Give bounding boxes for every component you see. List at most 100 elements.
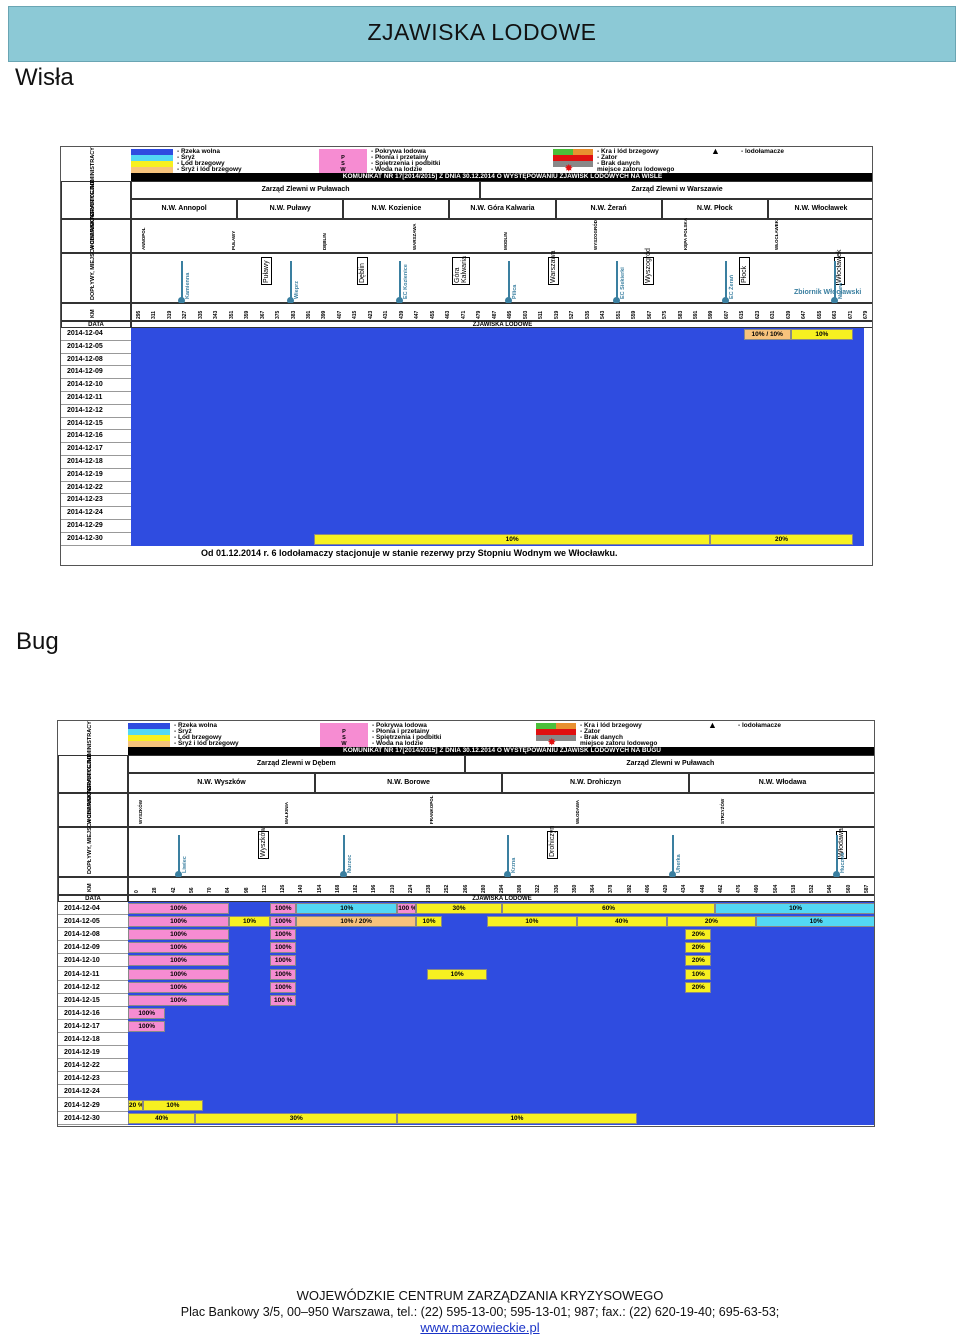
tributary-marker [398,261,401,301]
row-label-3 [61,303,131,321]
legend-swatch: P [320,729,368,735]
legend-label: - Spiętrzenia i podbitki [372,734,442,741]
tributary-marker [507,835,509,875]
ice-bar: 20 % [128,1099,143,1111]
ice-bar: 10% [685,968,712,980]
gauge-label: FRANKOPOL [429,795,435,825]
km-tick: 431 [383,310,390,319]
ice-bar: 40% [128,1112,196,1124]
km-tick: 98 [243,887,250,893]
km-tick: 519 [553,310,560,319]
ice-bar: 100 % [397,903,416,915]
legend-label: - Woda na lodzie [371,166,423,173]
ice-bar: 30% [415,903,502,915]
ice-bar: 20% [685,942,712,954]
date-label: 2014-12-16 [61,430,131,444]
legend-label: - lodołamacze [741,148,784,155]
tributary-label: Liwiec [182,856,188,873]
row-label-1 [61,219,131,253]
date-label: 2014-12-15 [61,418,131,431]
date-label: 2014-12-16 [58,1007,128,1020]
ice-bar: 60% [502,903,716,915]
legend-swatch [536,735,576,741]
date-label: 2014-12-04 [58,902,128,916]
date-label: 2014-12-05 [61,341,131,354]
row-label-0 [58,755,128,793]
gauge-label: ANNOPOL [141,227,146,251]
km-tick: 518 [790,884,797,893]
tributary-label: EC Siekierki [620,267,627,299]
km-tick: 434 [681,884,688,893]
km-tick: 546 [827,884,834,893]
date-label: 2014-12-09 [58,941,128,955]
legend-label: - Zator [580,728,601,735]
km-tick: 238 [426,884,433,893]
data-header: DATA [58,895,128,902]
ice-bar: 10% / 10% [743,329,791,340]
legend-label: - Śryż [177,154,195,161]
date-label: 2014-12-17 [61,443,131,456]
ice-bar: 10% [415,916,443,928]
km-tick: 140 [298,884,305,893]
row-label: KM [90,309,96,318]
tributary-marker [178,835,180,875]
ice-bar: 20% [685,955,712,967]
communique-bar: KOMUNIKAT NR 17[2014/2015] Z DNIA 30.12.… [128,747,874,755]
legend-label: - Pokrywa lodowa [372,722,427,729]
km-tick: 399 [321,310,328,319]
free-river-area [128,902,874,1125]
row-label-3 [58,877,128,895]
km-tick: 364 [590,884,597,893]
ice-bar: 100% [128,916,229,928]
gauge-label: DĘBLIN [321,233,327,250]
gauge-label: MODLIN [502,232,508,250]
ice-bar: 40% [576,916,667,928]
km-tick: 182 [353,884,360,893]
legend-label: - Brak danych [597,160,640,167]
footer-link-wrap: www.mazowieckie.pl [0,1320,960,1335]
legend-label: - Brak danych [580,734,623,741]
km-row [128,877,874,895]
gauge-row [131,219,872,253]
km-tick: 392 [626,884,633,893]
zarzad-header: Zarząd Zlewni w Warszawie [480,181,872,199]
legend-label: miejsce zatoru lodowego [580,740,658,747]
legend-swatch [131,149,173,155]
legend-label: - Zator [597,154,618,161]
ice-bar: 10% [715,903,874,915]
date-label: 2014-12-23 [58,1072,128,1086]
legend-swatch [128,723,170,729]
km-tick: 551 [615,310,622,319]
nadzor-header: N.W. Puławy [237,199,344,219]
date-label: 2014-12-18 [58,1033,128,1047]
ice-bar: 100% [128,1007,166,1019]
town-label: Wyszogród [643,248,654,285]
tributary-label: Uherka [675,854,682,873]
date-label: 2014-12-04 [61,328,131,341]
ice-bar: 100% [270,968,297,980]
legend-label: - Płonia i przetainy [371,154,429,161]
km-tick: 511 [538,310,545,319]
ice-bar: 100 % [270,994,297,1006]
tributary-dot [833,871,840,878]
legend-label: - Lód brzegowy [174,734,222,741]
communique-bar: KOMUNIKAT NR 17[2014/2015] Z DNIA 30.12.… [131,173,872,181]
tributary-label: Wieprz [293,281,300,299]
km-tick: 420 [663,884,670,893]
ice-bar: 10% [397,1112,637,1124]
date-label: 2014-12-09 [61,366,131,380]
legend-swatch [128,729,170,735]
legend-label: - Śryż i lód brzegowy [174,740,239,747]
ice-bar: 10% [790,329,853,340]
website-link[interactable]: www.mazowieckie.pl [420,1320,540,1335]
ice-bar: 10% [228,916,271,928]
tributary-dot [175,871,182,878]
tributary-row [128,827,874,877]
km-tick: 503 [522,310,529,319]
nadzor-header: N.W. Drohiczyn [502,773,689,793]
ice-bar: 10% [296,903,398,915]
gauge-label: WŁODAWA [574,800,580,824]
section-header: ZJAWISKA LODOWE [128,895,874,902]
town-label: Wyszków [258,827,269,859]
legend-swatch [320,723,368,729]
